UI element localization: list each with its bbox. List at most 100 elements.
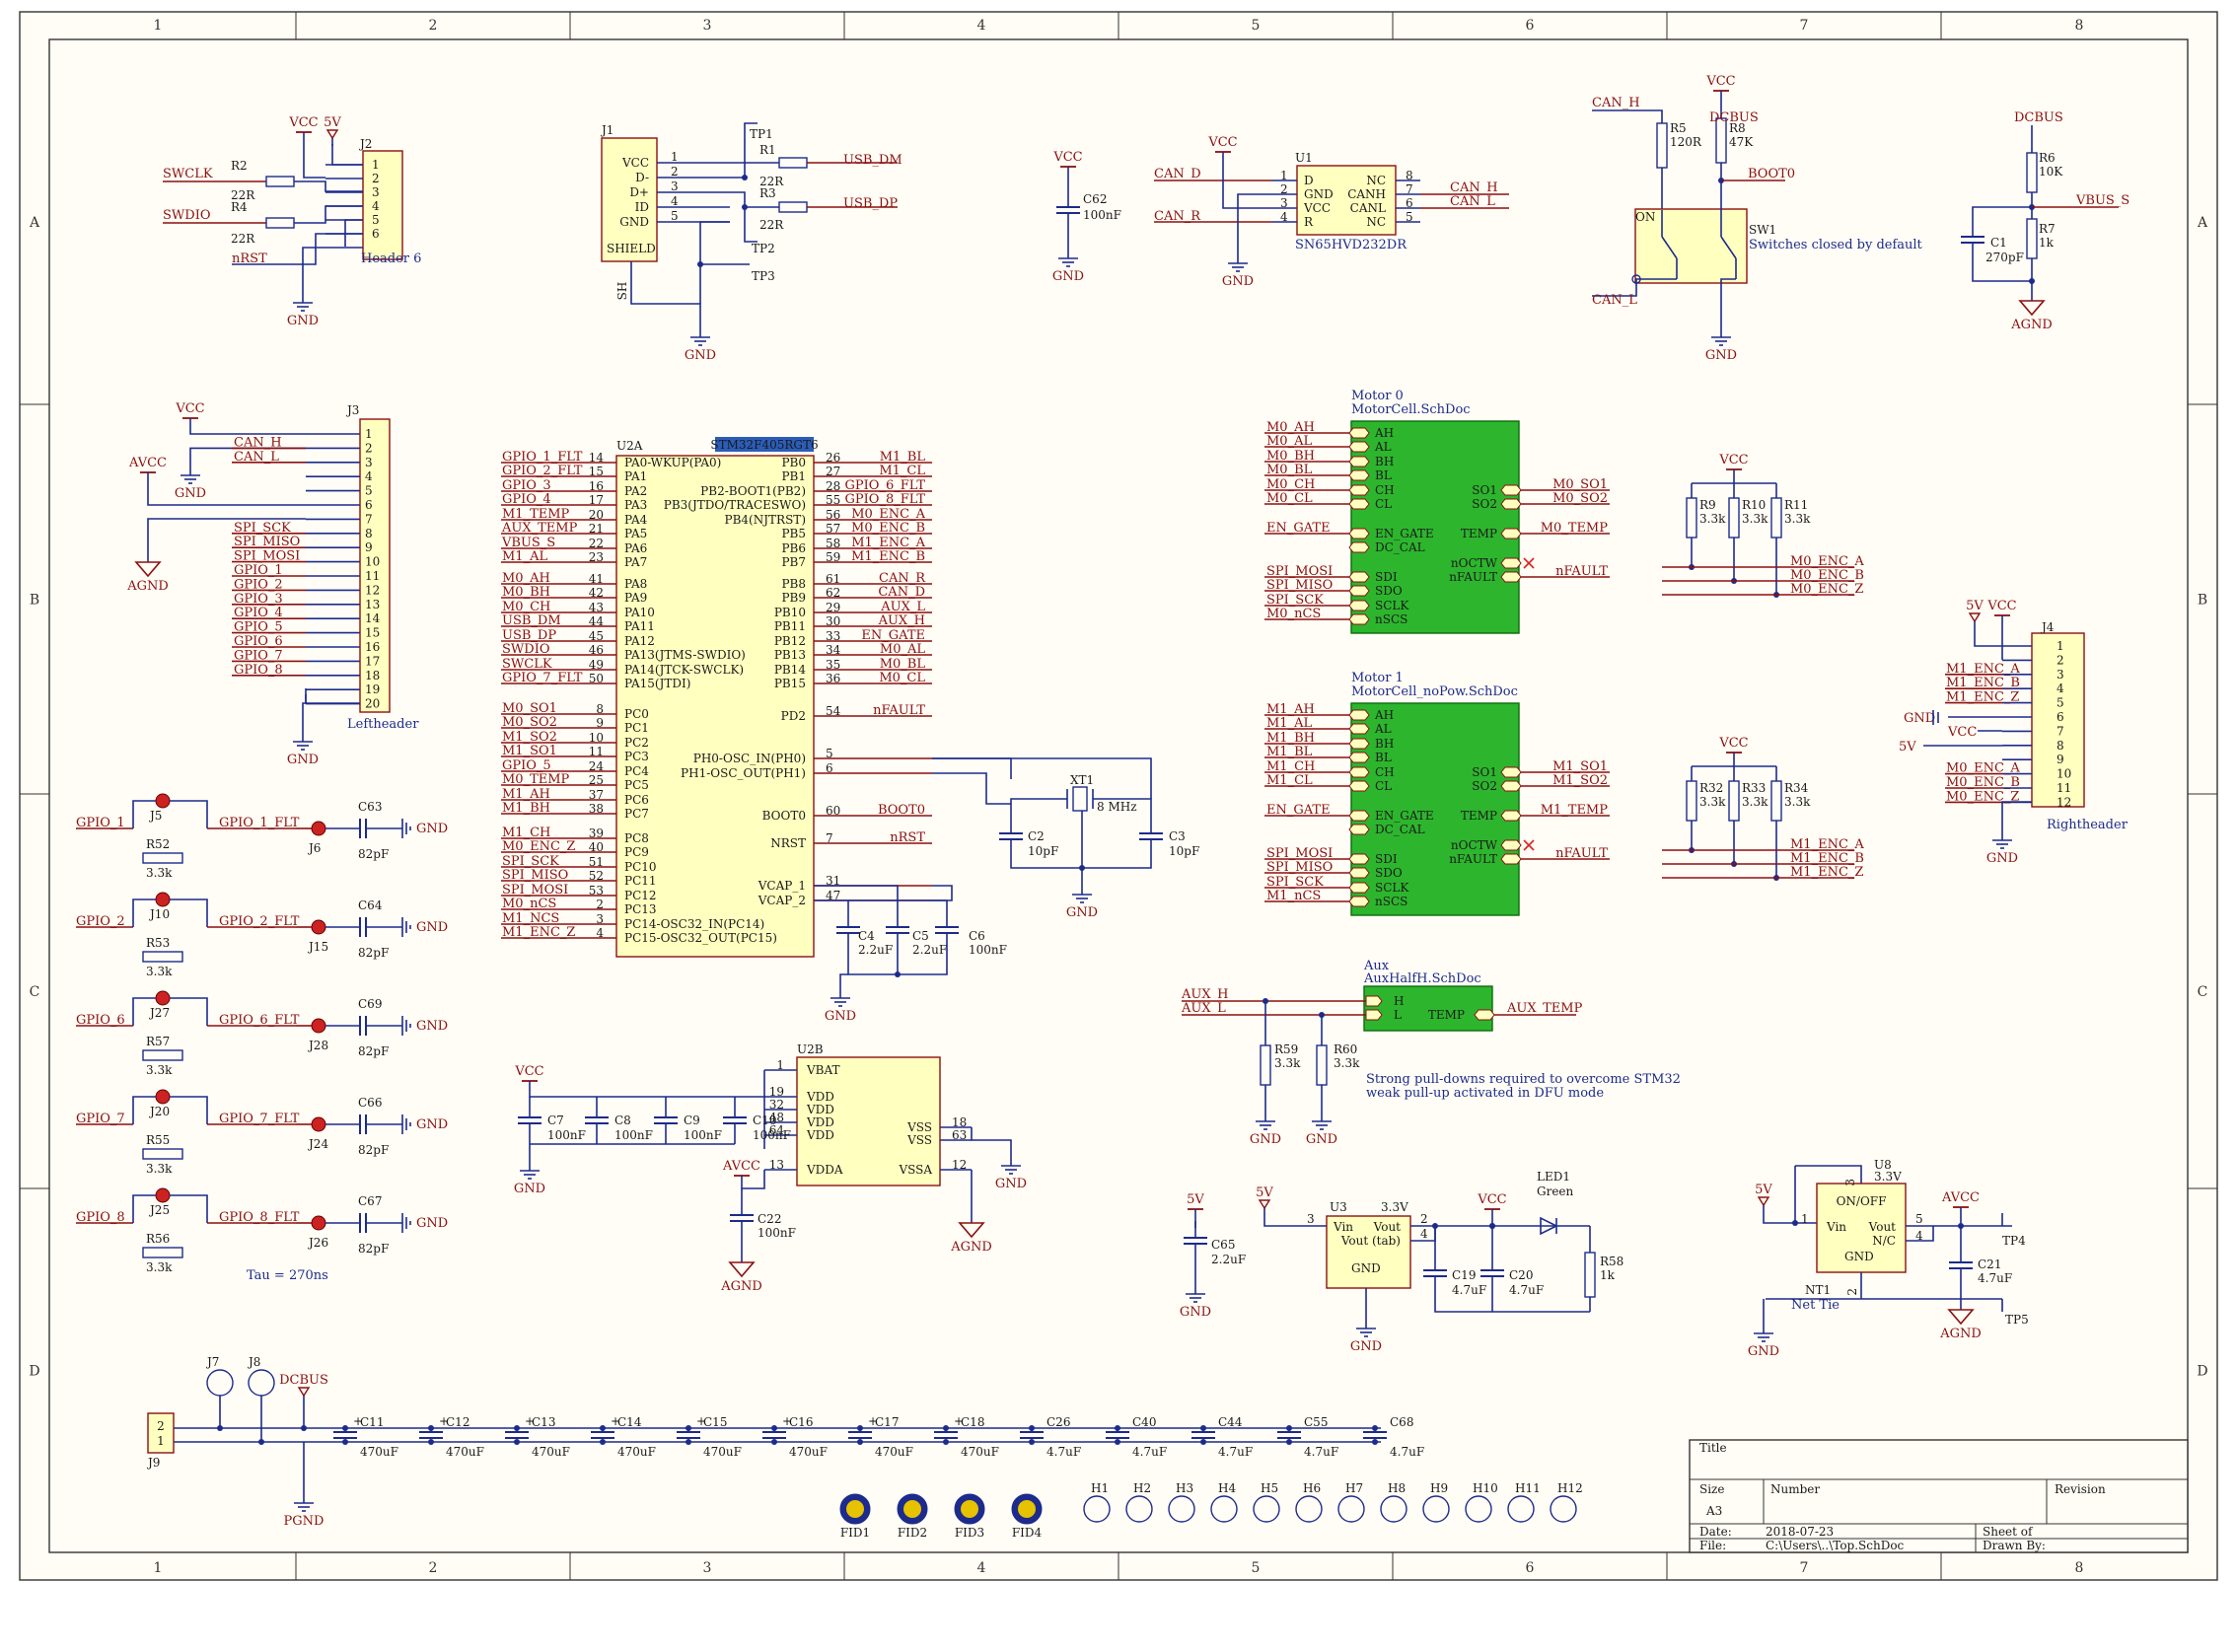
bulk-cap-ref: C55 bbox=[1304, 1415, 1328, 1429]
fiducial-ref: FID1 bbox=[840, 1526, 870, 1540]
c3-val: 10pF bbox=[1169, 844, 1199, 858]
wire bbox=[170, 1096, 208, 1124]
no-connect-icon bbox=[1523, 839, 1535, 851]
r6-ref: R6 bbox=[2039, 151, 2056, 165]
polarity-plus: + bbox=[954, 1414, 964, 1428]
mcu-pin-num: 20 bbox=[589, 508, 604, 522]
res-val: 3.3k bbox=[1784, 795, 1811, 809]
wire bbox=[971, 1127, 1012, 1154]
u1-pin: D bbox=[1304, 174, 1314, 187]
c1-val: 270pF bbox=[1985, 251, 2024, 264]
r7-ref: R7 bbox=[2039, 222, 2056, 236]
hole-ref: H1 bbox=[1091, 1481, 1109, 1495]
sheet-port-label: EN_GATE bbox=[1375, 527, 1434, 540]
u1-pin-num: 5 bbox=[1406, 210, 1413, 224]
sheet-net-label: M0_nCS bbox=[1266, 607, 1321, 621]
sheet-port bbox=[1500, 810, 1522, 822]
r8-ref: R8 bbox=[1729, 121, 1746, 135]
resistor-body bbox=[142, 1247, 183, 1258]
sheet-port-label: SDI bbox=[1375, 570, 1398, 584]
junction bbox=[1029, 1439, 1035, 1445]
mcu-pin: PB11 bbox=[774, 619, 806, 633]
filter-gpio-label: GPIO_7 bbox=[76, 1112, 125, 1126]
power-label: VCC bbox=[1718, 453, 1748, 467]
dcbus-label: DCBUS bbox=[1709, 110, 1759, 125]
c65-ref: C65 bbox=[1211, 1238, 1235, 1252]
j3-pin: 3 bbox=[365, 456, 373, 469]
sheet-port-label: CL bbox=[1375, 779, 1392, 793]
junction bbox=[1372, 1425, 1378, 1431]
sheet-net-label: M1_nCS bbox=[1266, 889, 1321, 903]
mcu-net-label: GPIO_4 bbox=[502, 492, 551, 507]
mcu-net-label: AUX_TEMP bbox=[501, 521, 578, 536]
file-label: File: bbox=[1699, 1539, 1726, 1552]
fiducial-inner-icon bbox=[1018, 1500, 1036, 1518]
filter-cap-ref: C67 bbox=[358, 1194, 382, 1208]
c22-val: 100nF bbox=[758, 1226, 796, 1240]
sheet-net-label: SPI_MISO bbox=[1266, 578, 1333, 593]
u2b-pin: VDD bbox=[806, 1115, 834, 1129]
mcu-pin-num: 9 bbox=[596, 716, 604, 730]
mcu-net-label: GPIO_1_FLT bbox=[502, 450, 583, 465]
ground-label: GND bbox=[685, 348, 716, 363]
can-d-label: CAN_D bbox=[1154, 167, 1201, 181]
u1-ref: U1 bbox=[1295, 151, 1313, 165]
wire bbox=[744, 207, 758, 243]
resistor-body bbox=[142, 852, 183, 864]
wire bbox=[303, 144, 325, 179]
mcu-pin: PB0 bbox=[781, 456, 806, 469]
u2b-pin: VSS bbox=[906, 1120, 932, 1134]
u3-gnd-pin: GND bbox=[1351, 1261, 1381, 1275]
mounting-hole-icon bbox=[1380, 1495, 1407, 1523]
r1-val: 22R bbox=[759, 175, 784, 188]
mcu-pin-num: 16 bbox=[589, 479, 604, 493]
enc-net-label: M0_ENC_Z bbox=[1790, 582, 1863, 597]
mcu-pin-num: 42 bbox=[589, 586, 604, 600]
junction bbox=[600, 1425, 606, 1431]
junction bbox=[895, 971, 901, 977]
can-r-label: CAN_R bbox=[1154, 209, 1201, 224]
filter-gpio-label: GPIO_8 bbox=[76, 1210, 125, 1225]
sheet-net-label: nFAULT bbox=[1555, 564, 1608, 579]
mounting-hole-icon bbox=[1550, 1495, 1577, 1523]
wire bbox=[699, 221, 730, 304]
u8-vin: Vin bbox=[1826, 1220, 1846, 1234]
wire bbox=[1661, 236, 1678, 259]
c65-val: 2.2uF bbox=[1211, 1253, 1246, 1266]
mcu-pin: PA13(JTMS-SWDIO) bbox=[624, 648, 746, 662]
j3-net-label: GPIO_6 bbox=[234, 634, 283, 649]
mcu-pin: PB1 bbox=[781, 469, 806, 483]
revision-label: Revision bbox=[2055, 1482, 2106, 1496]
mcu-net-label: M1_BL bbox=[880, 450, 926, 465]
j3-pin: 6 bbox=[365, 498, 373, 512]
u8-gnd-pin: GND bbox=[1844, 1250, 1874, 1263]
xt1-ref: XT1 bbox=[1070, 773, 1094, 787]
sheet-port bbox=[1365, 1009, 1383, 1021]
cap-val: 100nF bbox=[684, 1128, 722, 1142]
column-label: 1 bbox=[154, 18, 163, 34]
sheet-port bbox=[1348, 867, 1370, 879]
usb-dp-label: USB_DP bbox=[843, 196, 898, 211]
mcu-pin-num: 38 bbox=[589, 802, 604, 816]
u3-pin4: 4 bbox=[1420, 1227, 1428, 1241]
j3-pin: 14 bbox=[365, 611, 381, 625]
j2-ref: J2 bbox=[358, 137, 372, 151]
mcu-net-label: M0_BL bbox=[880, 657, 926, 672]
sheet-net-label: M1_SO2 bbox=[1552, 773, 1608, 788]
power-label: VCC bbox=[1705, 74, 1735, 89]
usb-dm-label: USB_DM bbox=[843, 153, 902, 168]
j3-pin: 10 bbox=[365, 555, 380, 569]
regulator-u3-body bbox=[1326, 1215, 1411, 1289]
c6-ref: C6 bbox=[969, 929, 985, 943]
mounting-hole-icon bbox=[1125, 1495, 1153, 1523]
power-label: VCC bbox=[1477, 1192, 1506, 1207]
mcu-pin: PC4 bbox=[624, 764, 649, 778]
mcu-pin-num: 23 bbox=[589, 550, 604, 564]
sheet-port-label: SDO bbox=[1375, 584, 1403, 598]
wire bbox=[132, 1096, 156, 1124]
mcu-net-label: M1_AL bbox=[502, 549, 547, 564]
wire bbox=[170, 800, 208, 828]
c2-ref: C2 bbox=[1028, 829, 1045, 843]
mcu-net-label: BOOT0 bbox=[878, 803, 925, 818]
filter-jumper-ref: J10 bbox=[148, 907, 170, 921]
